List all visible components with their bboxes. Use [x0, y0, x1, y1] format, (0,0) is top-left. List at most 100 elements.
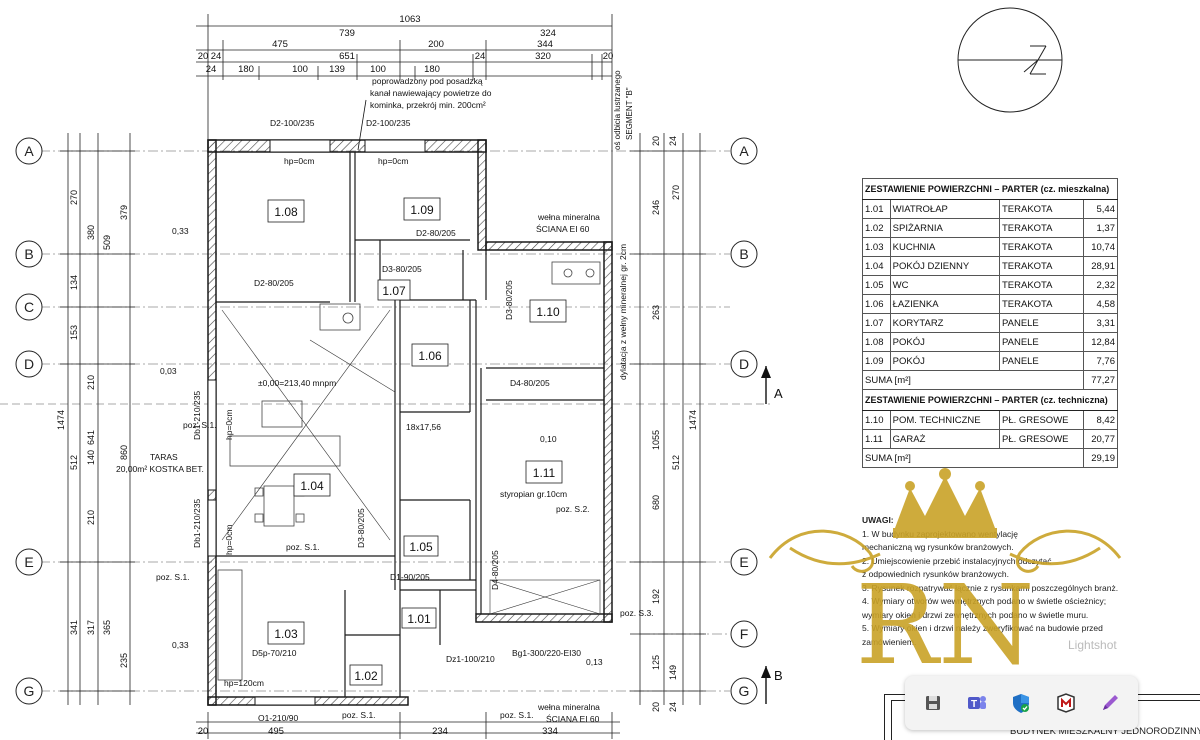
- svg-text:poz. S.1.: poz. S.1.: [342, 710, 376, 720]
- svg-text:246: 246: [651, 200, 661, 215]
- svg-text:140: 140: [86, 450, 96, 465]
- svg-text:1055: 1055: [651, 430, 661, 450]
- svg-text:poz. S.1.: poz. S.1.: [286, 542, 320, 552]
- garage-door-marker: [489, 579, 601, 615]
- svg-text:hp=0cm: hp=0cm: [224, 525, 234, 555]
- svg-text:509: 509: [102, 235, 112, 250]
- svg-text:Bg1-300/220-EI30: Bg1-300/220-EI30: [512, 648, 581, 658]
- level-marks: 0,33 0,03 0,33 0,10 0,13: [160, 226, 603, 667]
- axis-label: F: [740, 626, 749, 642]
- note-line: 5. Wymiary okien i drzwi należy zweryfik…: [862, 623, 1103, 633]
- pen-icon[interactable]: [1095, 688, 1125, 718]
- defender-icon[interactable]: [1006, 688, 1036, 718]
- svg-text:D2-100/235: D2-100/235: [270, 118, 315, 128]
- door-labels: D2-100/235 D2-100/235 D2-80/205 D2-80/20…: [192, 118, 581, 723]
- svg-text:270: 270: [69, 190, 79, 205]
- table-title: ZESTAWIENIE POWIERZCHNI – PARTER (cz. mi…: [862, 178, 1118, 200]
- svg-text:ŚCIANA EI 60: ŚCIANA EI 60: [536, 223, 590, 234]
- room-number: 1.11: [533, 466, 556, 480]
- svg-text:A: A: [774, 386, 783, 401]
- lightshot-label: Lightshot: [1068, 638, 1117, 652]
- svg-text:20,00m² KOSTKA BET.: 20,00m² KOSTKA BET.: [116, 464, 204, 474]
- axis-label: B: [739, 246, 748, 262]
- svg-text:hp=120cm: hp=120cm: [224, 678, 264, 688]
- svg-text:D2-100/235: D2-100/235: [366, 118, 411, 128]
- svg-text:D4-80/205: D4-80/205: [510, 378, 550, 388]
- dim-label: 1063: [399, 14, 420, 25]
- svg-text:B: B: [774, 668, 783, 683]
- svg-text:0,33: 0,33: [172, 226, 189, 236]
- svg-text:0,33: 0,33: [172, 640, 189, 650]
- room-number: 1.07: [382, 284, 406, 298]
- furniture: [217, 261, 601, 681]
- table-sum-row: SUMA [m²]29,19: [861, 448, 1118, 468]
- svg-text:24: 24: [668, 702, 678, 712]
- teams-icon[interactable]: T: [962, 688, 992, 718]
- dim-label: 20: [603, 51, 614, 62]
- svg-text:dylatacja z wełny mineralnej g: dylatacja z wełny mineralnej gr. 2cm: [618, 244, 628, 380]
- svg-text:poz. S.3.: poz. S.3.: [620, 608, 654, 618]
- svg-text:512: 512: [671, 455, 681, 470]
- note-line: z odpowiednich rysunków branżowych.: [862, 569, 1009, 579]
- rn-watermark-logo: RN: [768, 468, 1122, 668]
- mcafee-icon[interactable]: [1051, 688, 1081, 718]
- svg-text:hp=0cm: hp=0cm: [224, 410, 234, 440]
- right-dimensions: [630, 133, 706, 705]
- bottom-dimension-labels: 495 234 334 20: [198, 726, 558, 737]
- floor-finish-labels: poz. S.1. poz. S.1. poz. S.1. poz. S.2. …: [156, 420, 654, 720]
- room-number: 1.02: [354, 669, 378, 683]
- svg-text:poz. S.1.: poz. S.1.: [156, 572, 190, 582]
- svg-text:hp=0cm: hp=0cm: [284, 156, 314, 166]
- svg-text:SEGMENT "B": SEGMENT "B": [625, 87, 634, 140]
- svg-text:wełna mineralna: wełna mineralna: [537, 702, 600, 712]
- svg-text:20: 20: [198, 726, 209, 737]
- svg-text:125: 125: [651, 655, 661, 670]
- height-labels: hp=0cm hp=0cm hp=0cm hp=0cm hp=120cm: [224, 156, 408, 688]
- svg-text:kominka, przekrój min. 200cm²: kominka, przekrój min. 200cm²: [370, 100, 486, 110]
- chimney-note: poprowadzony pod posadzką kanał nawiewaj…: [357, 76, 492, 151]
- dim-label: 24: [211, 51, 222, 62]
- interior-walls: [216, 152, 604, 697]
- dim-label: 100: [370, 64, 386, 75]
- dim-label: 200: [428, 39, 444, 50]
- bottom-dimensions: [196, 712, 620, 739]
- svg-text:317: 317: [86, 620, 96, 635]
- svg-text:20: 20: [651, 136, 661, 146]
- room-number: 1.06: [418, 349, 442, 363]
- svg-text:341: 341: [69, 620, 79, 635]
- note-line: wymiary okien i drzwi zewnętrznych podan…: [862, 609, 1089, 620]
- save-icon[interactable]: [918, 688, 948, 718]
- table-title: ZESTAWIENIE POWIERZCHNI – PARTER (cz. te…: [862, 389, 1118, 411]
- svg-text:O1-210/90: O1-210/90: [258, 713, 298, 723]
- area-schedule: ZESTAWIENIE POWIERZCHNI – PARTER (cz. mi…: [861, 178, 1118, 468]
- svg-text:poz. S.1.: poz. S.1.: [500, 710, 534, 720]
- room-number: 1.10: [536, 305, 560, 319]
- dim-label: 20: [198, 51, 209, 62]
- dim-label: 180: [424, 64, 440, 75]
- svg-text:334: 334: [542, 726, 558, 737]
- left-dimensions: [60, 133, 135, 705]
- svg-text:poz. S.2.: poz. S.2.: [556, 504, 590, 514]
- svg-text:D1-90/205: D1-90/205: [390, 572, 430, 582]
- svg-text:±0,00=213,40 mnpm: ±0,00=213,40 mnpm: [258, 378, 336, 388]
- note-line: 4. Wymiary otworów wewnętrznych podano w…: [862, 596, 1107, 606]
- svg-text:poprowadzony pod posadzką: poprowadzony pod posadzką: [372, 76, 483, 86]
- svg-text:20: 20: [651, 702, 661, 712]
- note-line: 3. Rysunek rozpatrywać łącznie z rysunka…: [862, 582, 1119, 593]
- room-numbers: 1.08 1.09 1.07 1.10 1.06 1.11 1.04 1.05 …: [267, 197, 567, 686]
- svg-text:oś odbicia lustrzanego: oś odbicia lustrzanego: [613, 70, 622, 150]
- table-sum-row: SUMA [m²]77,27: [861, 370, 1118, 390]
- svg-text:Db1-210/235: Db1-210/235: [192, 391, 202, 440]
- svg-text:1474: 1474: [56, 410, 66, 430]
- svg-text:D3-80/205: D3-80/205: [382, 264, 422, 274]
- dim-label: 344: [537, 39, 553, 50]
- right-dimension-labels: 20 24 246 270 263 1474 512 1055 680 192 …: [651, 136, 698, 712]
- watermark-letters: RN: [855, 561, 1034, 668]
- svg-text:641: 641: [86, 430, 96, 445]
